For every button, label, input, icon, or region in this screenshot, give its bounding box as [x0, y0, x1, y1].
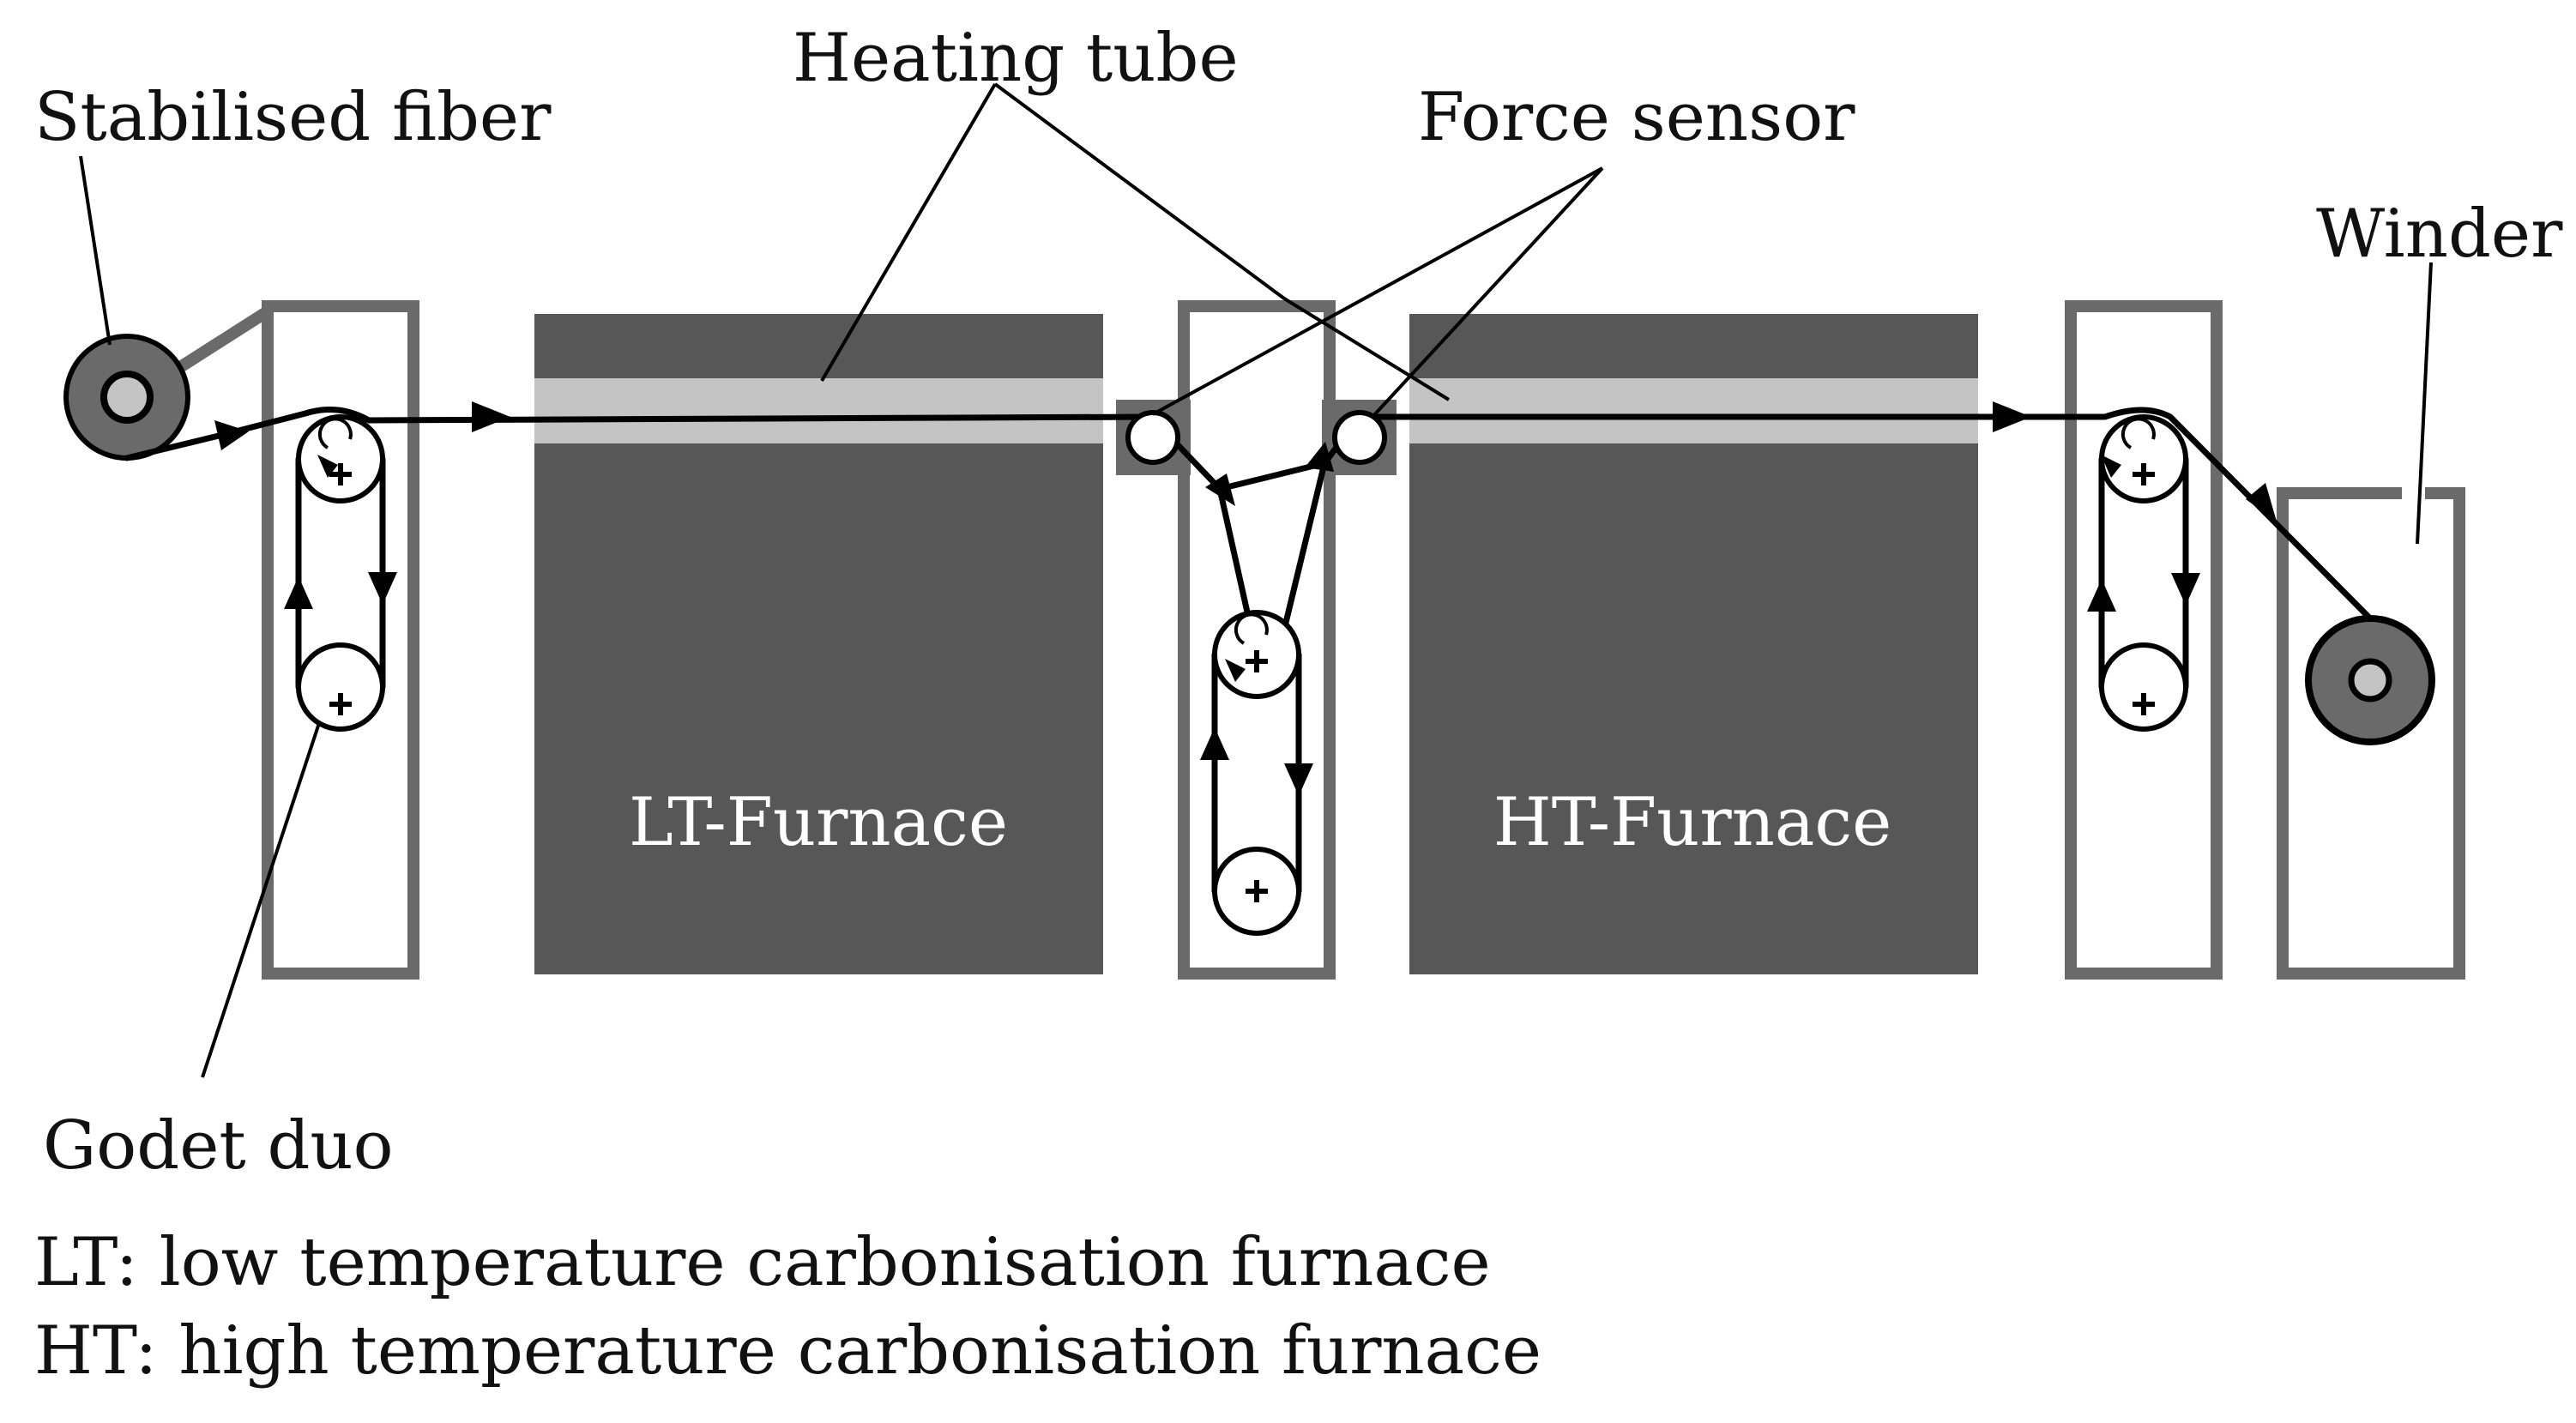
- godet-frame-1: [262, 300, 419, 980]
- winder-frame: [2277, 487, 2465, 980]
- heating-tube-label: Heating tube: [793, 20, 1239, 97]
- godet-1-top: [296, 414, 385, 503]
- godet-1-bottom: [296, 642, 385, 732]
- force-sensor-label: Force sensor: [1418, 79, 1855, 156]
- lt-furnace-label: LT-Furnace: [629, 784, 1008, 861]
- godet-rotation-arcs: [317, 417, 2156, 645]
- winder-label: Winder: [2316, 196, 2563, 273]
- force-sensor-roller-left: [1125, 410, 1180, 465]
- fiber-path-main: [124, 407, 2374, 622]
- ht-furnace-label: HT-Furnace: [1493, 784, 1892, 861]
- ht-heating-tube: [1409, 378, 1978, 443]
- winder-hub: [2348, 658, 2392, 702]
- godet-frame-2: [1178, 300, 1336, 980]
- lt-heating-tube: [534, 378, 1103, 443]
- godet-plus-marks: [329, 463, 2155, 902]
- legend-ht: HT: high temperature carbonisation furna…: [34, 1312, 1541, 1390]
- godet-frame-3: [2065, 300, 2223, 980]
- spool-hub: [100, 371, 154, 424]
- godet-3-bottom: [2099, 642, 2188, 732]
- fiber-direction-arrows: [214, 401, 2277, 796]
- godet-duo-label: Godet duo: [43, 1107, 394, 1185]
- godet-duo-2-belt: [1211, 460, 1328, 895]
- legend-lt: LT: low temperature carbonisation furnac…: [34, 1224, 1491, 1301]
- stabilised-fiber-label: Stabilised fiber: [34, 79, 552, 156]
- force-sensor-roller-right: [1332, 410, 1387, 465]
- spool-mount: [165, 306, 271, 380]
- leader-lines: [79, 82, 2433, 1078]
- godet-3-top: [2099, 414, 2188, 503]
